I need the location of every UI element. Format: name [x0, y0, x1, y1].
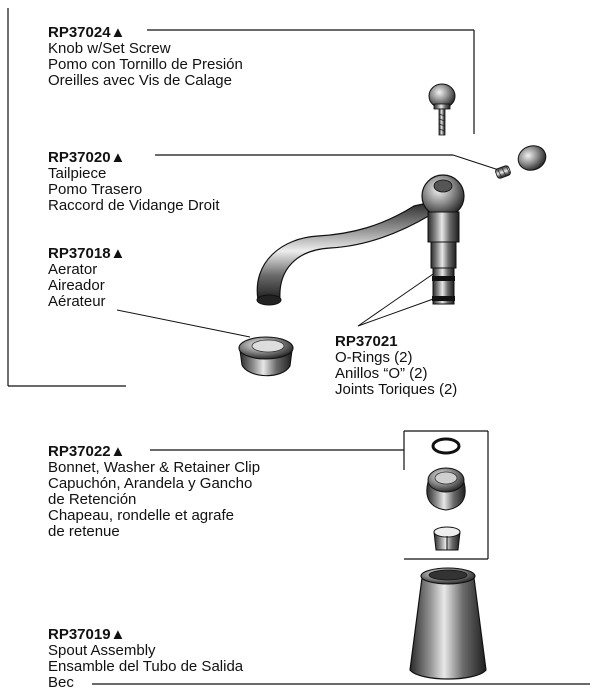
part-number: RP37021	[335, 333, 398, 350]
bonnet-icon	[426, 467, 466, 511]
washer-icon	[431, 437, 461, 455]
part-description-fr: Raccord de Vidange Droit	[48, 197, 220, 214]
part-label-rp37024: RP37024▲ Knob w/Set Screw Pomo con Torni…	[48, 25, 243, 89]
part-label-rp37022: RP37022▲ Bonnet, Washer & Retainer Clip …	[48, 444, 260, 540]
spout-assembly-icon	[409, 567, 487, 680]
part-description-es: Ensamble del Tubo de Salida	[48, 658, 244, 675]
part-description-fr: Oreilles avec Vis de Calage	[48, 72, 232, 89]
part-description-es-cont: de Retención	[48, 491, 137, 508]
part-description-fr: Joints Toriques (2)	[335, 381, 458, 398]
part-number: RP37020▲	[48, 149, 126, 166]
part-description-es: Aireador	[48, 277, 105, 294]
part-label-rp37020: RP37020▲ Tailpiece Pomo Trasero Raccord …	[48, 150, 220, 214]
part-label-rp37018: RP37018▲ Aerator Aireador Aérateur	[48, 246, 125, 310]
aerator-icon	[238, 336, 294, 377]
part-number: RP37024▲	[48, 24, 126, 41]
oring-leader-line-a	[357, 271, 437, 327]
part-description-es: Pomo con Tornillo de Presión	[48, 56, 243, 73]
part-label-rp37021: RP37021 O-Rings (2) Anillos “O” (2) Join…	[335, 334, 457, 398]
oring-leader-line-b	[357, 297, 437, 327]
part-description-en: Knob w/Set Screw	[48, 40, 171, 57]
part-description-fr: Bec	[48, 674, 74, 691]
part-description-es: Pomo Trasero	[48, 181, 143, 198]
part-description-en: Bonnet, Washer & Retainer Clip	[48, 459, 261, 476]
part-description-fr: Aérateur	[48, 293, 106, 310]
knob-icon	[428, 83, 456, 136]
tailpiece-icon	[495, 145, 547, 179]
part-description-fr-cont: de retenue	[48, 523, 120, 540]
aerator-leader-line	[116, 309, 251, 338]
part-number: RP37019▲	[48, 626, 126, 643]
part-description-en: Spout Assembly	[48, 642, 156, 659]
spout-body-icon	[256, 174, 465, 306]
part-description-en: Aerator	[48, 261, 98, 278]
part-description-es: Anillos “O” (2)	[335, 365, 428, 382]
part-number: RP37022▲	[48, 443, 126, 460]
part-description-fr: Chapeau, rondelle et agrafe	[48, 507, 234, 524]
part-description-es: Capuchón, Arandela y Gancho	[48, 475, 253, 492]
part-number: RP37018▲	[48, 245, 126, 262]
retainer-clip-icon	[433, 526, 461, 551]
part-description-en: Tailpiece	[48, 165, 107, 182]
part-description-en: O-Rings (2)	[335, 349, 413, 366]
part-label-rp37019: RP37019▲ Spout Assembly Ensamble del Tub…	[48, 627, 243, 691]
